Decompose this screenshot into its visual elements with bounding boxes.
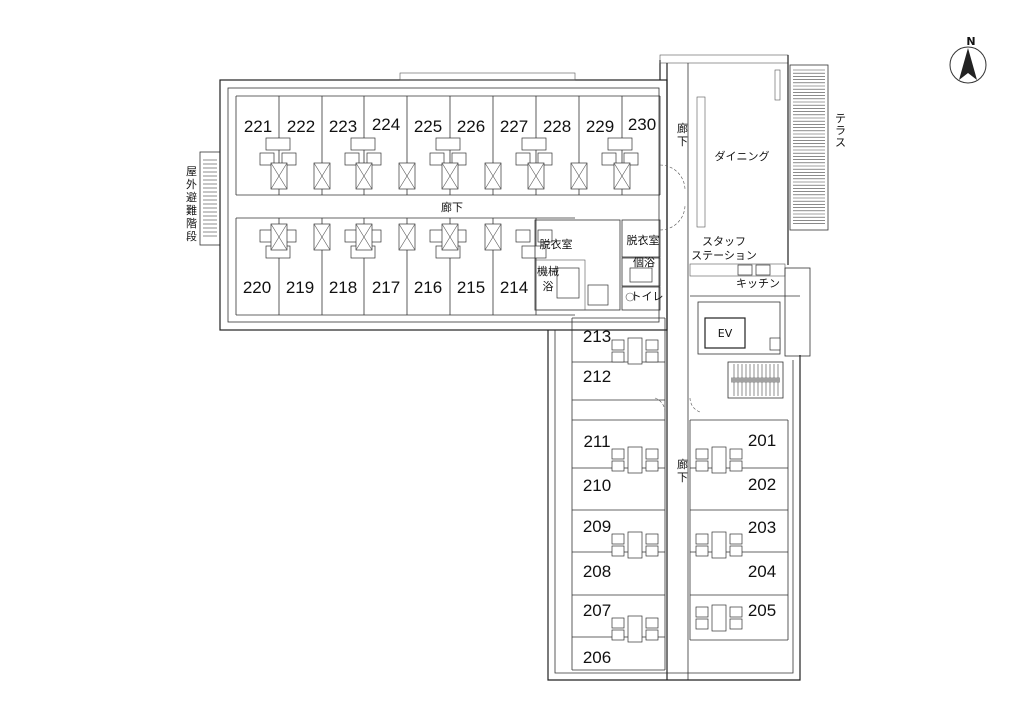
room-202: 202 [748,475,776,494]
changing-room-label-west: 脱衣室 [540,237,573,251]
room-213: 213 [583,327,611,346]
room-224: 224 [372,115,400,134]
elevator-label: EV [718,327,733,340]
dining-label: ダイニング [715,149,770,163]
room-203: 203 [748,518,776,537]
north-arrow-icon: N [949,35,987,84]
room-226: 226 [457,117,485,136]
room-217: 217 [372,278,400,297]
changing-room-label-east: 脱衣室 [627,233,660,247]
room-216: 216 [414,278,442,297]
staff-kitchen-block [689,263,811,357]
room-215: 215 [457,278,485,297]
staff-station-label-2: ステーション [691,249,757,262]
north-top-room-labels: 221 222 223 224 225 226 227 228 229 230 [244,115,656,136]
room-211: 211 [583,432,610,451]
room-223: 223 [329,117,357,136]
room-219: 219 [286,278,314,297]
south-west-room-labels: 213 212 211 210 209 208 207 206 [583,327,611,667]
room-222: 222 [287,117,315,136]
room-205: 205 [748,601,776,620]
room-225: 225 [414,117,442,136]
north-bottom-room-labels: 220 219 218 217 216 215 214 [243,278,528,297]
room-218: 218 [329,278,357,297]
room-206: 206 [583,648,611,667]
south-wing [547,317,801,681]
corridor-label-vertical-top: 廊下 [677,121,688,148]
terrace [789,64,829,231]
room-210: 210 [583,476,611,495]
terrace-label: テラス [835,112,846,149]
staff-station-label-1: スタッフ [702,235,746,248]
room-227: 227 [500,117,528,136]
room-207: 207 [583,601,611,620]
outdoor-stairs [199,151,221,246]
south-east-room-labels: 201 202 203 204 205 [748,431,776,620]
individual-bath-label: 個浴 [633,256,655,269]
room-230: 230 [628,115,656,134]
room-214: 214 [500,278,528,297]
corridor-label-vertical-middle: 廊下 [677,457,688,484]
corridor-label-horizontal: 廊下 [441,200,463,214]
room-220: 220 [243,278,271,297]
room-201: 201 [748,431,776,450]
room-221: 221 [244,117,272,136]
central-stairs [727,361,784,399]
room-208: 208 [583,562,611,581]
mechanical-bath-label-1: 機械 [537,264,559,278]
room-212: 212 [583,367,611,386]
central-block [659,54,789,680]
room-228: 228 [543,117,571,136]
room-209: 209 [583,517,611,536]
mechanical-bath-label-2: 浴 [543,280,554,293]
outdoor-stairs-label: 屋外避難階段 [186,165,197,243]
north-label: N [966,35,975,48]
bath-block [534,219,661,311]
room-229: 229 [586,117,614,136]
kitchen-label: キッチン [736,277,780,290]
toilet-label: トイレ [631,290,664,303]
room-204: 204 [748,562,776,581]
